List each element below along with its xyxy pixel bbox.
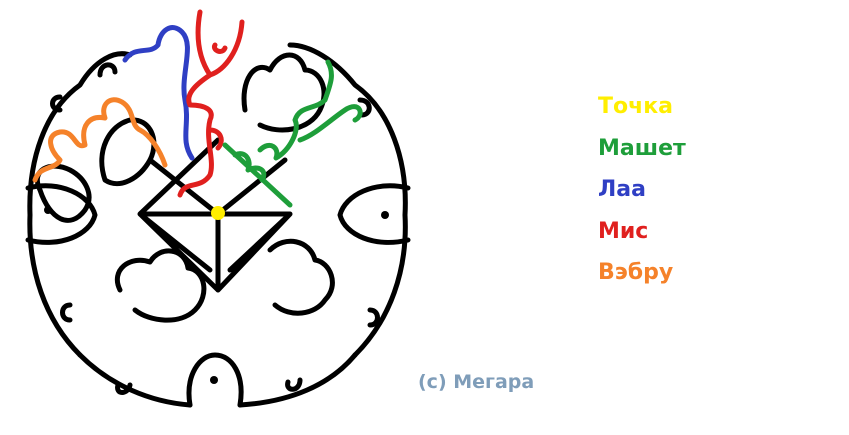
- legend-item-mashet: Машет: [598, 135, 686, 161]
- figure-bottom-fish: [186, 352, 244, 408]
- figure-bottom-right: [267, 238, 335, 316]
- figure-top-right: [241, 52, 327, 133]
- legend-item-vebru: Вэбру: [598, 260, 674, 285]
- outer-contour-left: [27, 51, 133, 358]
- center-point-dot: [211, 206, 225, 220]
- copyright-credit: (c) Мегара: [418, 371, 535, 393]
- black-figures: [25, 42, 411, 408]
- figure-bottom-left: [114, 248, 207, 323]
- outer-contour-bottom: [77, 352, 358, 408]
- legend: Точка Машет Лаа Мис Вэбру: [598, 86, 686, 294]
- figure-red-mis: [177, 9, 245, 198]
- outer-contour-right: [287, 42, 408, 358]
- decorative-circular-drawing: [25, 9, 411, 408]
- legend-item-tochka: Точка: [598, 94, 674, 119]
- figure-right-fish: [337, 183, 411, 245]
- bottom-fish-eye-icon: [210, 376, 218, 384]
- figure-green-mashet: [222, 59, 363, 208]
- left-fish-eye-icon: [44, 206, 52, 214]
- figure-orange-vebru: [32, 97, 168, 183]
- figure-left-fish: [25, 183, 98, 245]
- right-fish-eye-icon: [381, 211, 389, 219]
- legend-item-mis: Мис: [598, 218, 649, 244]
- legend-item-laa: Лаа: [598, 177, 646, 202]
- figure-blue-laa: [122, 25, 195, 161]
- curls: [50, 62, 380, 395]
